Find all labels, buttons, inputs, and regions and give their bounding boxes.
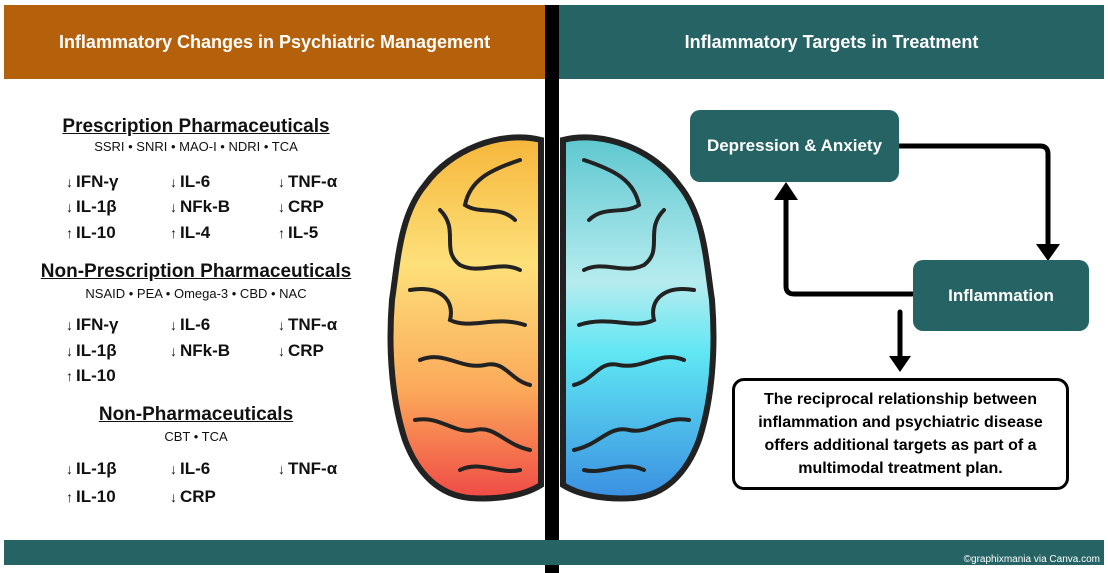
arrow-head-down-icon (889, 356, 911, 372)
marker-item: ↑IL-10 (66, 223, 116, 243)
marker-item: ↓IFN-γ (66, 172, 119, 192)
center-divider (545, 5, 559, 573)
marker-item: ↓IL-6 (170, 459, 210, 479)
marker-item: ↓TNF-α (278, 315, 337, 335)
marker-item: ↓NFk-B (170, 197, 230, 217)
arrow-icon: ↑ (170, 225, 177, 241)
marker-label: IL-1β (76, 459, 117, 478)
marker-label: TNF-α (288, 459, 338, 478)
marker-label: IL-10 (76, 366, 116, 385)
marker-item: ↑IL-10 (66, 366, 116, 386)
marker-item: ↑IL-10 (66, 487, 116, 507)
arrow-icon: ↓ (170, 489, 177, 505)
arrow-icon: ↑ (66, 368, 73, 384)
marker-item: ↑IL-5 (278, 223, 318, 243)
marker-item: ↓IL-1β (66, 197, 117, 217)
marker-item: ↓IFN-γ (66, 315, 119, 335)
arrow-depression-to-inflammation (895, 143, 1051, 251)
marker-label: IL-1β (76, 197, 117, 216)
arrow-icon: ↑ (66, 225, 73, 241)
marker-label: TNF-α (288, 172, 338, 191)
marker-item: ↓IL-6 (170, 172, 210, 192)
marker-label: IL-4 (180, 223, 211, 242)
arrow-icon: ↓ (170, 174, 177, 190)
arrow-icon: ↓ (278, 199, 285, 215)
marker-item: ↓TNF-α (278, 172, 337, 192)
arrow-icon: ↓ (170, 317, 177, 333)
right-header: Inflammatory Targets in Treatment (559, 5, 1104, 79)
arrow-icon: ↓ (170, 461, 177, 477)
arrow-icon: ↓ (66, 174, 73, 190)
marker-label: NFk-B (180, 197, 231, 216)
brain-right-hemisphere (560, 134, 717, 502)
arrow-icon: ↓ (278, 317, 285, 333)
footer-bar (4, 540, 1104, 565)
arrow-head-down-icon (1036, 244, 1060, 261)
arrow-icon: ↓ (66, 199, 73, 215)
arrow-icon: ↓ (278, 174, 285, 190)
marker-item: ↓IL-1β (66, 341, 117, 361)
arrow-icon: ↓ (170, 199, 177, 215)
arrow-icon: ↓ (66, 317, 73, 333)
brain-folds (408, 158, 696, 473)
marker-item: ↓CRP (278, 197, 324, 217)
arrow-icon: ↓ (278, 343, 285, 359)
marker-label: IL-6 (180, 172, 211, 191)
arrow-icon: ↑ (66, 489, 73, 505)
box-depression-anxiety: Depression & Anxiety (690, 110, 899, 182)
marker-item: ↓IL-6 (170, 315, 210, 335)
marker-label: IL-6 (180, 315, 211, 334)
marker-item: ↑IL-4 (170, 223, 210, 243)
marker-item: ↓TNF-α (278, 459, 337, 479)
marker-label: IFN-γ (76, 172, 119, 191)
section-title: Prescription Pharmaceuticals (62, 116, 330, 137)
marker-item: ↓CRP (170, 487, 216, 507)
marker-label: CRP (288, 341, 324, 360)
section-title: Non-Prescription Pharmaceuticals (40, 261, 352, 282)
left-header: Inflammatory Changes in Psychiatric Mana… (4, 5, 545, 79)
marker-item: ↓CRP (278, 341, 324, 361)
arrow-icon: ↓ (278, 461, 285, 477)
marker-label: CRP (288, 197, 324, 216)
marker-label: IL-1β (76, 341, 117, 360)
arrow-icon: ↑ (278, 225, 285, 241)
marker-label: IL-10 (76, 223, 116, 242)
marker-label: IL-10 (76, 487, 116, 506)
arrow-head-up-icon (774, 182, 798, 200)
section-title: Non-Pharmaceuticals (98, 404, 294, 425)
marker-label: NFk-B (180, 341, 231, 360)
marker-label: TNF-α (288, 315, 338, 334)
arrow-icon: ↓ (66, 343, 73, 359)
arrow-icon: ↓ (170, 343, 177, 359)
marker-label: IL-6 (180, 459, 211, 478)
marker-item: ↓NFk-B (170, 341, 230, 361)
marker-label: IL-5 (288, 223, 319, 242)
credit-text: ©graphixmania via Canva.com (963, 554, 1100, 565)
marker-item: ↓IL-1β (66, 459, 117, 479)
arrow-inflammation-to-depression (783, 195, 915, 297)
brain-left-hemisphere (387, 134, 544, 502)
section-subtitle: SSRI • SNRI • MAO-I • NDRI • TCA (94, 139, 298, 154)
box-inflammation: Inflammation (913, 260, 1089, 331)
arrow-icon: ↓ (66, 461, 73, 477)
note-box: The reciprocal relationship between infl… (732, 378, 1069, 490)
marker-label: IFN-γ (76, 315, 119, 334)
marker-label: CRP (180, 487, 216, 506)
section-subtitle: CBT • TCA (164, 429, 228, 444)
section-subtitle: NSAID • PEA • Omega-3 • CBD • NAC (85, 286, 307, 301)
